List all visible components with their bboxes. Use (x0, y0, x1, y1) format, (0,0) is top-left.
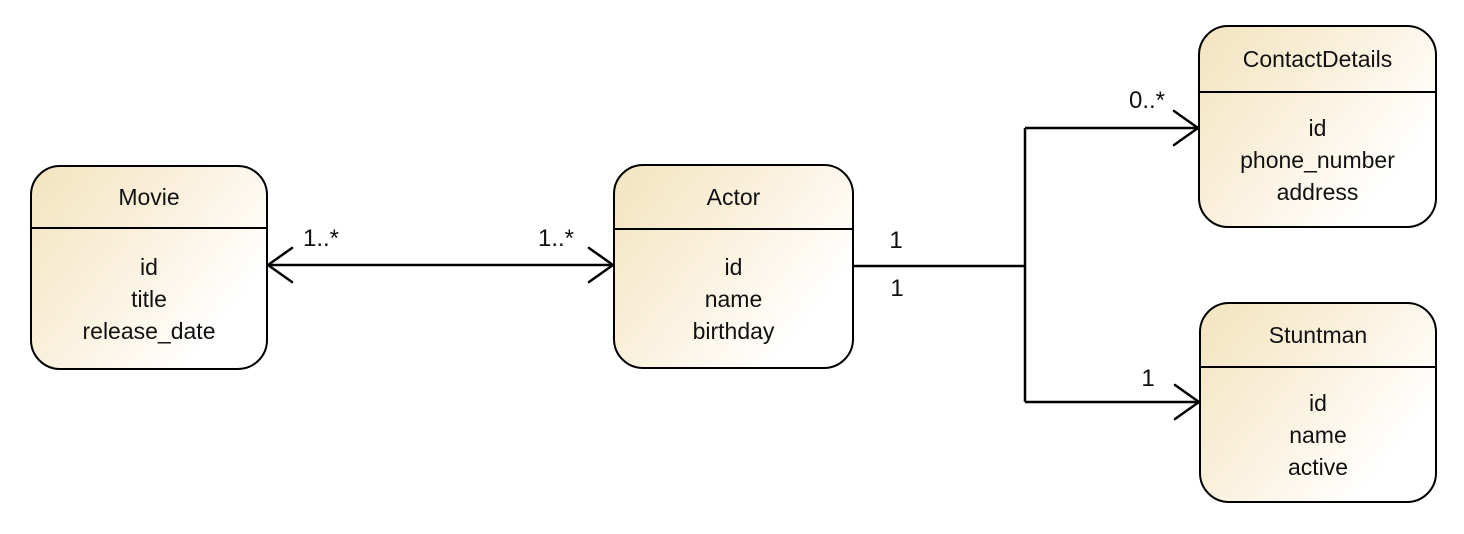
entity-contactdetails-title: ContactDetails (1200, 27, 1435, 93)
multiplicity-stuntman-side: 1 (1141, 365, 1155, 392)
multiplicity-actor-side-lower: 1 (890, 275, 904, 302)
entity-stuntman-attribute-id: id (1309, 389, 1327, 416)
entity-movie-attributes: id title release_date (32, 229, 266, 368)
entity-stuntman-attribute-active: active (1287, 453, 1349, 480)
entity-actor-attribute-id: id (724, 253, 743, 280)
entity-stuntman-attribute-name: name (1289, 421, 1347, 448)
entity-movie-attribute-id: id (140, 253, 158, 280)
entity-movie-attribute-title: title (131, 285, 167, 312)
multiplicity-contactdetails-side: 0..* (1128, 87, 1166, 114)
entity-contactdetails-attributes: id phone_number address (1200, 93, 1435, 226)
entity-actor[interactable]: Actor id name birthday (613, 164, 854, 369)
entity-contactdetails-attribute-id: id (1308, 114, 1327, 141)
multiplicity-actor-side-upper: 1 (889, 227, 903, 254)
entity-actor-attributes: id name birthday (615, 230, 852, 367)
entity-contactdetails-attribute-address: address (1276, 178, 1359, 205)
entity-movie-title: Movie (32, 167, 266, 229)
multiplicity-movie-side: 1..* (302, 225, 340, 252)
arrowhead-into-movie-icon (266, 246, 294, 284)
entity-contactdetails[interactable]: ContactDetails id phone_number address (1198, 25, 1437, 228)
entity-stuntman[interactable]: Stuntman id name active (1199, 302, 1437, 503)
entity-actor-attribute-name: name (704, 285, 763, 312)
entity-stuntman-title: Stuntman (1201, 304, 1435, 368)
multiplicity-actor-side-movie-edge: 1..* (537, 225, 575, 252)
entity-movie[interactable]: Movie id title release_date (30, 165, 268, 370)
entity-movie-attribute-release-date: release_date (82, 317, 216, 344)
entity-actor-title: Actor (615, 166, 852, 230)
entity-actor-attribute-birthday: birthday (692, 317, 775, 344)
entity-stuntman-attributes: id name active (1201, 368, 1435, 501)
entity-contactdetails-attribute-phone-number: phone_number (1240, 146, 1395, 173)
